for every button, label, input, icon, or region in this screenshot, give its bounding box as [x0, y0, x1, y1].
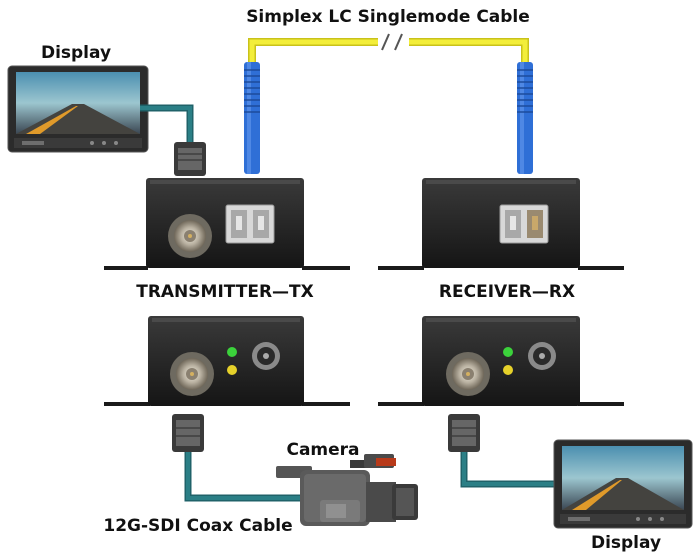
status-led-green [503, 347, 513, 357]
status-led-green [227, 347, 237, 357]
display-top [7, 65, 149, 153]
fiber-cable [244, 33, 533, 174]
fiber-boot-rx [517, 62, 533, 174]
display-top-label: Display [41, 43, 111, 63]
transmitter-fiber-unit [104, 178, 350, 270]
display-bottom-label: Display [591, 533, 661, 553]
receiver-label: RECEIVER—RX [439, 282, 575, 302]
camera-label: Camera [286, 440, 359, 460]
coax-cable-label: 12G-SDI Coax Cable [103, 516, 292, 536]
receiver-sdi-unit [378, 316, 624, 406]
coax-cable-camera [172, 414, 318, 502]
transmitter-sdi-unit [104, 316, 350, 406]
receiver-fiber-unit [378, 178, 624, 270]
transmitter-label: TRANSMITTER—TX [136, 282, 314, 302]
fiber-boot-tx [244, 62, 260, 174]
coax-cable-top [140, 104, 206, 176]
status-led-yellow [227, 365, 237, 375]
cable-break-mark [381, 33, 390, 51]
display-bottom [553, 439, 693, 529]
fiber-cable-label: Simplex LC Singlemode Cable [246, 7, 530, 27]
status-led-yellow [503, 365, 513, 375]
coax-cable-display [448, 414, 556, 488]
cable-break-mark [394, 33, 403, 51]
camera-icon [276, 454, 418, 526]
